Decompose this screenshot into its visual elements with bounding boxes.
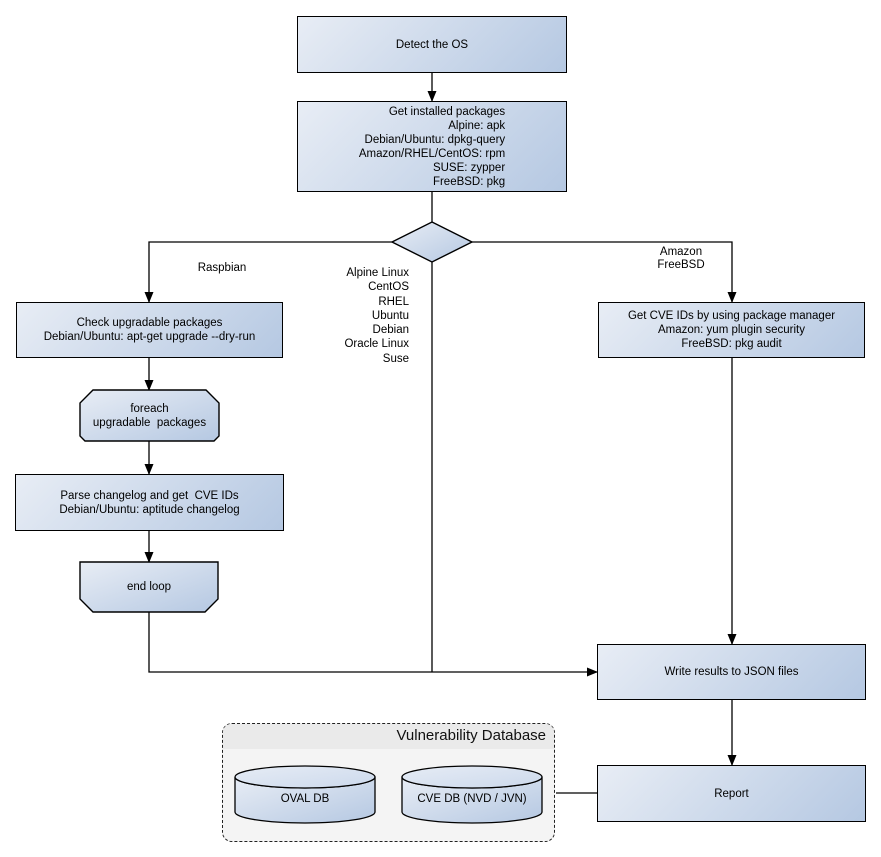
node-detect-os-label: Detect the OS (395, 38, 469, 51)
end-loop-label: end loop (126, 581, 172, 593)
node-report-label: Report (714, 787, 749, 800)
node-check-upgradable-packages-label: Check upgradable packages Debian/Ubuntu:… (43, 317, 256, 343)
edge-label-os-list: Alpine Linux CentOS RHEL Ubuntu Debian O… (344, 267, 409, 365)
node-report: Report (597, 765, 866, 822)
edge-label-raspbian: Raspbian (197, 262, 247, 274)
edge-endloop-to-write-results (148, 612, 598, 677)
node-parse-changelog-label: Parse changelog and get CVE IDs Debian/U… (59, 489, 240, 516)
decision-diamond-shape (390, 221, 474, 263)
node-parse-changelog: Parse changelog and get CVE IDs Debian/U… (15, 474, 284, 531)
vulnerability-database-title: Vulnerability Database (223, 724, 554, 749)
node-get-installed-packages-label: Get installed packages Alpine: apk Debia… (358, 105, 506, 188)
oval-db-label: OVAL DB (280, 793, 330, 805)
node-get-installed-packages: Get installed packages Alpine: apk Debia… (297, 101, 567, 192)
node-detect-os: Detect the OS (297, 16, 567, 73)
foreach-loop-label: foreach upgradable packages (92, 402, 207, 429)
node-get-cve-ids-label: Get CVE IDs by using package manager Ama… (627, 310, 836, 350)
edge-label-amazon-freebsd: Amazon FreeBSD (657, 246, 705, 271)
node-write-results: Write results to JSON files (597, 644, 866, 700)
node-check-upgradable-packages: Check upgradable packages Debian/Ubuntu:… (16, 302, 283, 358)
node-get-cve-ids: Get CVE IDs by using package manager Ama… (598, 302, 865, 358)
node-write-results-label: Write results to JSON files (664, 666, 799, 678)
cve-db-label: CVE DB (NVD / JVN) (417, 793, 527, 805)
